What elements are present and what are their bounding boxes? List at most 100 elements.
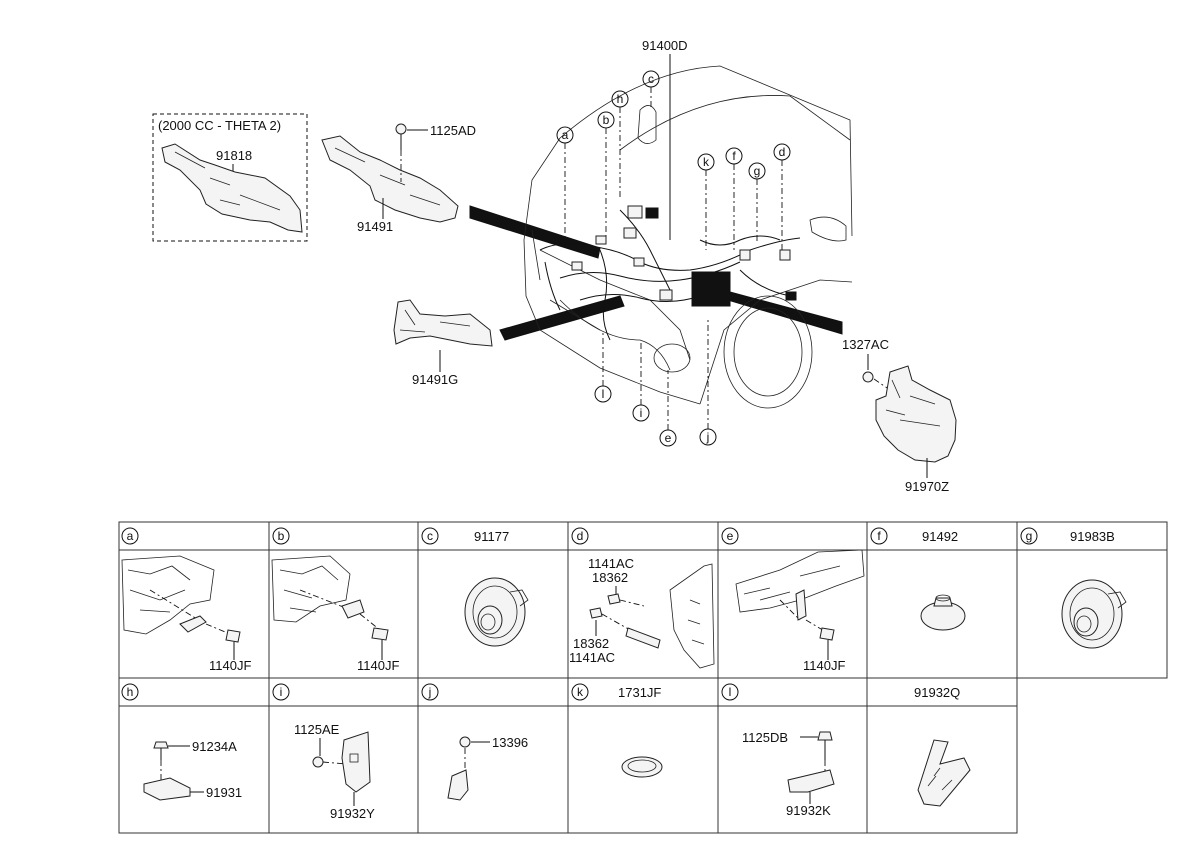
svg-text:f: f [877, 529, 881, 543]
panel-h-part-1: 91234A [192, 739, 237, 754]
svg-text:j: j [706, 430, 710, 444]
panel-l-illustration: 1125DB 91932K [742, 730, 835, 818]
svg-text:d: d [577, 529, 584, 543]
panel-d-header: d [571, 527, 589, 545]
panel-l-part-1: 1125DB [742, 730, 788, 745]
part-91491G: 91491G [412, 372, 458, 387]
panel-f-grommet-91492 [920, 594, 966, 631]
panel-b-illustration: 1140JF [271, 555, 399, 673]
panel-e-header: e [721, 527, 739, 545]
svg-text:h: h [617, 92, 624, 106]
panel-l-part-2: 91932K [786, 803, 831, 818]
part-91818: 91818 [216, 148, 252, 163]
panel-d-part-3: 18362 [573, 636, 609, 651]
callout-k: k [697, 153, 715, 250]
panel-d-illustration: 1141AC 18362 18362 1141AC [569, 556, 715, 669]
bracket-91491G [393, 299, 493, 347]
panel-h-illustration: 91234A 91931 [143, 739, 242, 801]
bracket-91970Z [875, 365, 957, 463]
panel-g-grommet-91983B [1061, 579, 1127, 649]
panel-i-part-2: 91932Y [330, 806, 375, 821]
svg-text:h: h [127, 685, 134, 699]
leader-wedge-91491 [469, 205, 601, 259]
panel-m-title: 91932Q [914, 685, 960, 700]
panel-b-header: b [272, 527, 290, 545]
panel-b-part-1: 1140JF [357, 658, 399, 673]
panel-h-header: h [121, 683, 139, 701]
parts-table [118, 521, 1168, 834]
panel-h-part-2: 91931 [206, 785, 242, 800]
panel-e-illustration: 1140JF [735, 549, 865, 673]
panel-k-grommet-1731JF [621, 756, 663, 778]
panel-d-part-2: 18362 [592, 570, 628, 585]
bracket-91491G-group: 91491G [393, 299, 493, 387]
svg-text:e: e [727, 529, 734, 543]
part-1327AC: 1327AC [842, 337, 889, 352]
callout-c: c [642, 70, 660, 110]
panel-g-title: 91983B [1070, 529, 1115, 544]
svg-text:f: f [732, 149, 736, 163]
panel-j-header: j [421, 683, 439, 701]
svg-text:l: l [602, 387, 605, 401]
svg-text:j: j [428, 685, 432, 699]
callout-a: a [556, 126, 574, 240]
svg-text:k: k [577, 685, 584, 699]
callout-g: g [748, 162, 766, 244]
svg-text:g: g [1026, 529, 1033, 543]
bracket-91818 [161, 143, 303, 233]
panel-m-bracket-91932Q [917, 739, 971, 807]
callout-j: j [699, 320, 717, 446]
callout-e: e [659, 370, 677, 447]
panel-j-illustration: 13396 [447, 735, 528, 801]
panel-a-part-1: 1140JF [209, 658, 251, 673]
panel-a-header: a [121, 527, 139, 545]
bracket-91491-group: 91491 1125AD [321, 123, 476, 234]
panel-k-header: k 1731JF [571, 683, 661, 701]
engine-note: (2000 CC - THETA 2) [158, 118, 281, 133]
svg-text:a: a [562, 128, 569, 142]
panel-d-part-4: 1141AC [569, 650, 615, 665]
svg-text:c: c [427, 529, 433, 543]
svg-text:i: i [640, 406, 643, 420]
panel-m-header: 91932Q [914, 685, 960, 700]
svg-text:b: b [278, 529, 285, 543]
part-1125AD: 1125AD [430, 123, 476, 138]
svg-text:a: a [127, 529, 134, 543]
panel-j-part-1: 13396 [492, 735, 528, 750]
panel-headers: a b c 91177 d e f 91492 g 91983B h i j k… [121, 527, 1115, 701]
panel-i-part-1: 1125AE [294, 722, 340, 737]
panel-e-part-1: 1140JF [803, 658, 845, 673]
part-91491: 91491 [357, 219, 393, 234]
callout-l: l [594, 330, 612, 403]
svg-text:g: g [754, 164, 761, 178]
callout-b: b [597, 111, 615, 236]
panel-g-header: g 91983B [1020, 527, 1115, 545]
svg-text:b: b [603, 113, 610, 127]
part-91400D: 91400D [642, 38, 688, 53]
fuse-box [691, 271, 731, 307]
callout-i: i [632, 340, 650, 422]
panel-k-title: 1731JF [618, 685, 661, 700]
leader-wedge-91491G [499, 295, 625, 341]
callout-h: h [611, 90, 629, 200]
svg-text:e: e [665, 431, 672, 445]
panel-f-header: f 91492 [870, 527, 958, 545]
theta2-inset: (2000 CC - THETA 2) 91818 [152, 113, 308, 242]
svg-text:d: d [779, 145, 786, 159]
panel-i-header: i [272, 683, 290, 701]
panel-l-header: l [721, 683, 739, 701]
panel-d-part-1: 1141AC [588, 556, 634, 571]
panel-c-header: c 91177 [421, 527, 509, 545]
svg-text:i: i [280, 685, 283, 699]
vehicle-outline [523, 65, 853, 409]
panel-a-illustration: 1140JF [121, 555, 251, 673]
leader-wedge-91970Z [727, 291, 843, 335]
wiring-harness-91400D [539, 205, 801, 341]
svg-text:l: l [729, 685, 732, 699]
svg-text:k: k [703, 155, 710, 169]
callout-f: f [725, 147, 743, 250]
panel-c-grommet-91177 [464, 577, 529, 647]
panel-i-illustration: 1125AE 91932Y [294, 722, 375, 821]
